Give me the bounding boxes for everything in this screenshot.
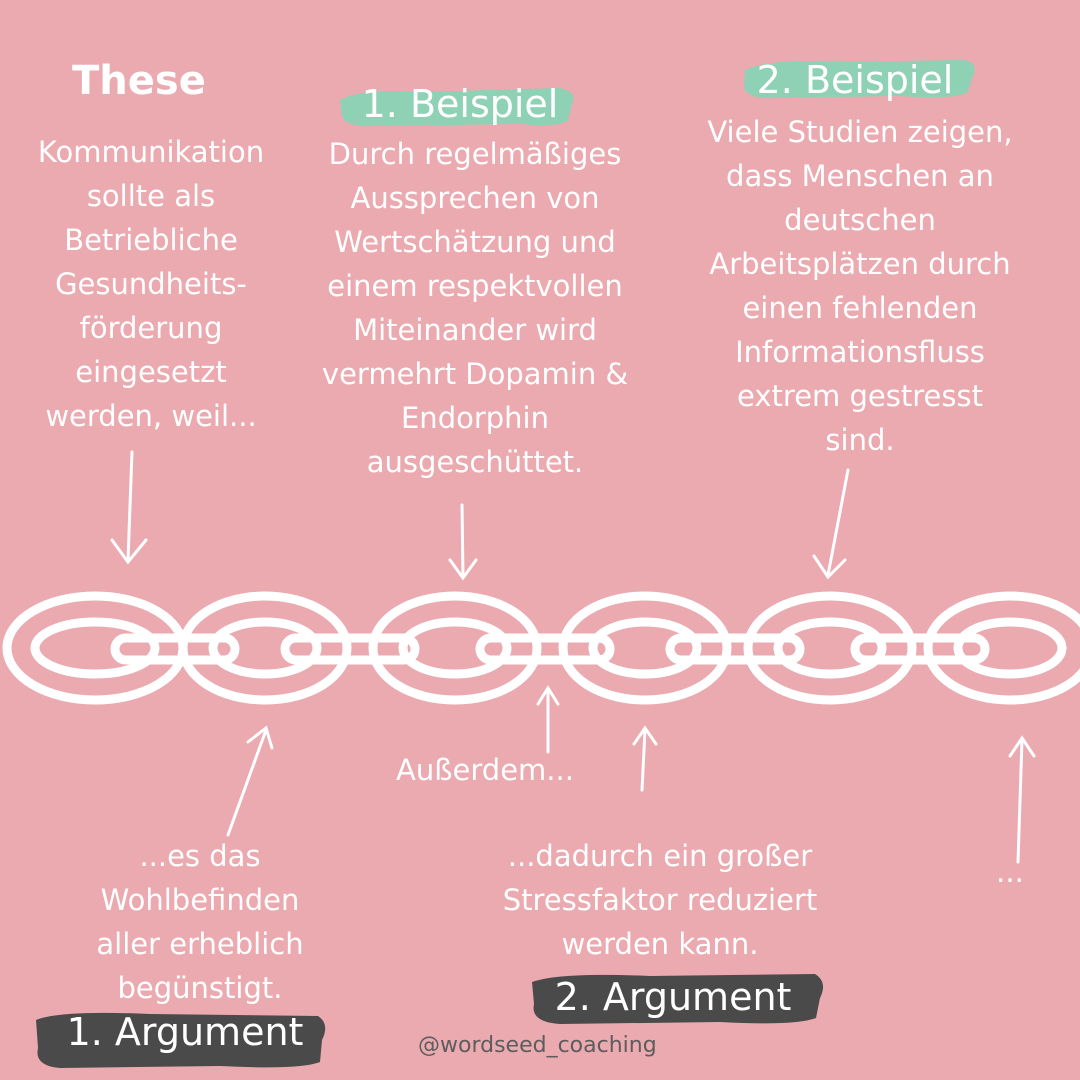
beispiel2-arrow-down-icon	[812, 468, 850, 580]
beispiel1-label: 1. Beispiel	[361, 82, 559, 126]
argument2-brush	[532, 974, 824, 1024]
ellipsis-text: ...	[996, 855, 1024, 889]
argument2-label: 2. Argument	[554, 975, 792, 1019]
argument1-text: ...es das Wohlbefinden aller erheblich b…	[96, 839, 304, 1005]
these-arrow-down-icon	[110, 450, 148, 565]
author-handle: @wordseed_coaching	[418, 1033, 657, 1058]
argument2-text: ...dadurch ein großer Stressfaktor reduz…	[502, 839, 818, 961]
ellipsis-arrow-up-icon	[1008, 735, 1036, 864]
these-title: These	[72, 58, 206, 104]
beispiel1-brush	[340, 88, 574, 127]
ausserdem-arrow-up-icon	[536, 685, 560, 754]
beispiel1-text: Durch regelmäßiges Aussprechen von Werts…	[321, 137, 629, 479]
argument1-arrow-up-icon	[226, 725, 274, 837]
beispiel2-brush	[744, 60, 975, 99]
argument1-label: 1. Argument	[66, 1010, 304, 1054]
beispiel1-arrow-down-icon	[448, 503, 478, 581]
these-text: Kommunikation sollte als Betriebliche Ge…	[37, 135, 265, 433]
beispiel2-label: 2. Beispiel	[756, 58, 954, 102]
argument1-brush	[36, 1012, 326, 1068]
argument2-arrow-up-icon	[632, 725, 658, 792]
beispiel2-text: Viele Studien zeigen, dass Menschen an d…	[707, 115, 1013, 457]
ausserdem-text: Außerdem...	[396, 753, 574, 787]
chain-illustration	[2, 591, 1080, 705]
